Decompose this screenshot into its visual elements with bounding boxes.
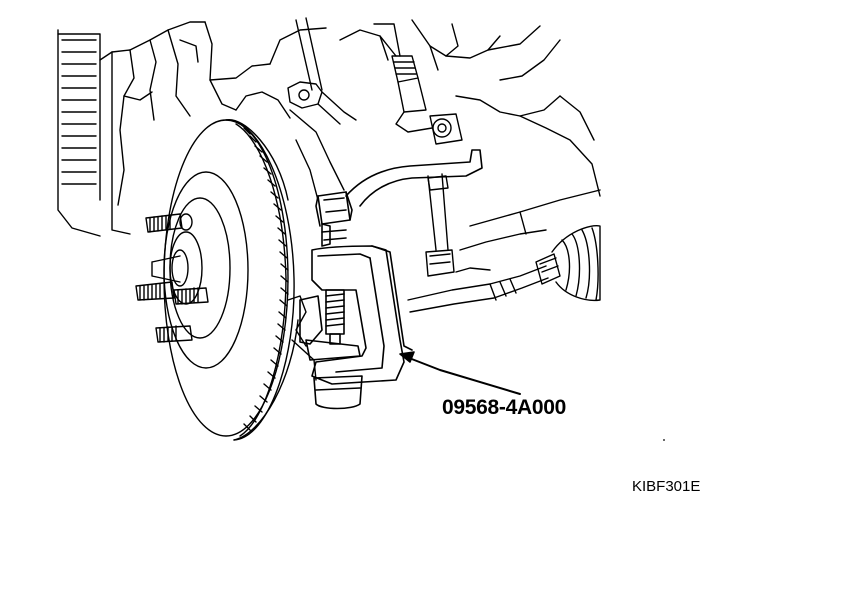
lug-studs	[136, 214, 208, 342]
steering-knuckle	[288, 110, 344, 380]
strut-assembly	[288, 18, 600, 196]
body-structure	[58, 22, 326, 236]
brake-rotor	[136, 120, 298, 440]
registration-dot	[663, 439, 665, 441]
figure-code: KIBF301E	[632, 478, 701, 495]
ball-joint-puller-tool	[300, 150, 520, 409]
tool-part-number: 09568-4A000	[442, 396, 566, 419]
tie-rod-assembly	[408, 174, 600, 312]
